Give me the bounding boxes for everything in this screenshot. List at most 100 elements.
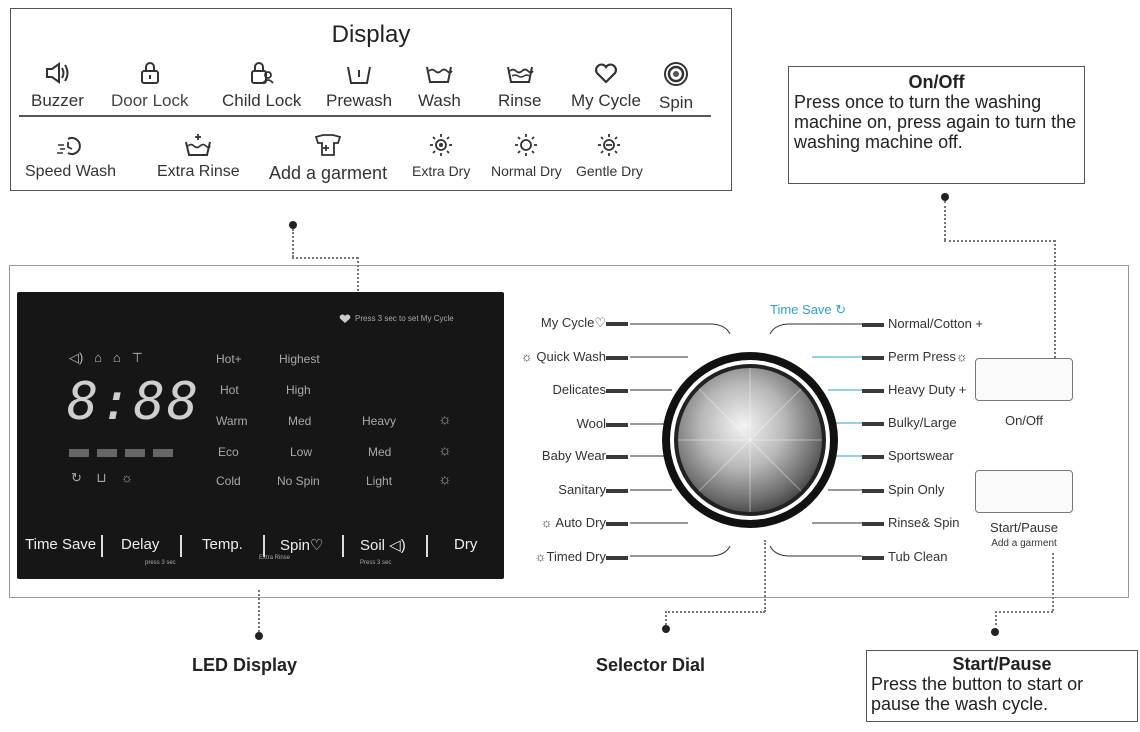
onoff-info-box: On/Off Press once to turn the washing ma… — [788, 66, 1085, 184]
program-sanitary: Sanitary — [558, 482, 606, 497]
spin-button[interactable]: Spin♡ — [280, 537, 324, 554]
quick-wash-icon: ☼ — [520, 349, 537, 364]
add-garment-label: Add a garment — [991, 538, 1057, 549]
speed-wash-icon: ↻ — [831, 302, 847, 317]
spin-highest: Highest — [279, 352, 320, 366]
legend-divider — [19, 115, 711, 117]
legend-item-add-garment: Add a garment — [269, 133, 387, 184]
temp-hot-plus: Hot+ — [216, 352, 242, 366]
program-perm-press: Perm Press☼ — [888, 349, 968, 364]
door-lock-icon: ⌂ — [94, 350, 103, 365]
buzzer-icon — [46, 62, 69, 84]
child-lock-icon: ⌂ — [112, 350, 121, 365]
lcd-status-boxes — [69, 444, 173, 462]
separator — [101, 535, 103, 557]
startpause-info-box: Start/Pause Press the button to start or… — [866, 650, 1138, 722]
legend-item-wash: Wash — [418, 61, 461, 111]
onoff-button[interactable] — [975, 358, 1073, 401]
soil-heavy: Heavy — [362, 414, 397, 428]
temp-hot: Hot — [220, 383, 239, 397]
time-save-label: Time Save ↻ — [770, 302, 847, 317]
separator — [342, 535, 344, 557]
legend-title: Display — [331, 21, 411, 48]
legend-label: Normal Dry — [491, 163, 562, 179]
press-3-sec-hint: press 3 sec — [145, 560, 176, 566]
gentle-dry-icon — [598, 134, 621, 156]
buzzer-icon: ◁) — [69, 350, 84, 365]
onoff-info-heading: On/Off — [908, 72, 965, 92]
legend-item-speed-wash: Speed Wash — [25, 133, 116, 181]
child-lock-icon — [250, 62, 274, 84]
normal-dry-icon: ☼ — [438, 442, 452, 459]
startpause-button[interactable] — [975, 470, 1073, 513]
press-3-sec-hint-2: Press 3 sec — [360, 560, 392, 566]
separator — [426, 535, 428, 557]
legend-label: Add a garment — [269, 163, 388, 183]
legend-item-prewash: Prewash — [326, 61, 392, 111]
legend-label: Buzzer — [31, 91, 84, 110]
legend-item-spin: Spin — [659, 61, 693, 113]
program-baby-wear: Baby Wear — [541, 448, 606, 463]
extra-rinse-icon: ⊔ — [96, 470, 107, 485]
legend-item-rinse: Rinse — [498, 61, 541, 111]
speed-wash-icon: ↻ — [71, 470, 82, 485]
time-save-button[interactable]: Time Save — [25, 536, 97, 553]
legend-item-door-lock: Door Lock — [111, 61, 188, 111]
selector-dial[interactable] — [630, 300, 870, 570]
lcd-icon-row-2: ↻ ⊔ ☼ — [71, 470, 133, 486]
leader-dot — [941, 193, 949, 201]
extra-dry-icon — [430, 134, 453, 156]
temp-cold: Cold — [216, 474, 241, 488]
program-my-cycle: My Cycle♡ — [540, 315, 606, 330]
temp-eco: Eco — [218, 445, 239, 459]
program-delicates: Delicates — [552, 382, 606, 397]
legend-label: Rinse — [498, 91, 542, 110]
program-auto-dry: ☼ Auto Dry — [540, 515, 606, 530]
soil-button[interactable]: Soil ◁) — [360, 537, 406, 554]
normal-dry-icon: ☼ — [120, 470, 133, 485]
program-wool: Wool — [576, 416, 606, 431]
legend-label: Wash — [418, 91, 461, 110]
legend-item-my-cycle: My Cycle — [571, 61, 641, 111]
legend-item-gentle-dry: Gentle Dry — [576, 133, 643, 179]
program-quick-wash: ☼ Quick Wash — [520, 349, 606, 364]
legend-label: Door Lock — [111, 91, 189, 110]
leader-dot — [255, 632, 263, 640]
legend-label: Child Lock — [222, 91, 302, 110]
onoff-info-body: Press once to turn the washing machine o… — [794, 92, 1077, 152]
delay-button[interactable]: Delay — [121, 536, 160, 553]
rinse-icon — [506, 66, 534, 83]
legend-item-normal-dry: Normal Dry — [491, 133, 562, 179]
led-display: Press 3 sec to set My Cycle ◁) ⌂ ⌂ ⊤ 8:8… — [17, 292, 504, 579]
auto-dry-icon: ☼ — [540, 515, 556, 530]
heart-icon — [339, 314, 351, 323]
lcd-digits: 8:88 — [67, 372, 201, 432]
temp-button[interactable]: Temp. — [202, 536, 243, 553]
heart-icon — [594, 63, 617, 84]
program-heavy-duty: Heavy Duty + — [888, 382, 967, 397]
legend-label: Speed Wash — [25, 163, 117, 180]
program-rinse-spin: Rinse& Spin — [888, 515, 960, 530]
gentle-dry-icon: ☼ — [438, 471, 452, 488]
spin-high: High — [286, 383, 311, 397]
program-normal-cotton: Normal/Cotton + — [888, 316, 984, 331]
program-sportswear: Sportswear — [888, 448, 954, 463]
dry-button[interactable]: Dry — [454, 536, 478, 553]
leader-dot — [991, 628, 999, 636]
legend-item-extra-dry: Extra Dry — [412, 133, 470, 179]
wash-icon — [426, 66, 454, 83]
soil-med: Med — [368, 445, 392, 459]
add-garment-icon — [314, 134, 342, 156]
separator — [263, 535, 265, 557]
legend-label: Spin — [659, 93, 694, 112]
legend-item-buzzer: Buzzer — [31, 61, 84, 111]
add-garment-icon: ⊤ — [131, 350, 143, 365]
prewash-icon — [347, 66, 372, 84]
leader-dot — [289, 221, 297, 229]
legend-item-child-lock: Child Lock — [222, 61, 301, 111]
legend-label: Gentle Dry — [576, 163, 643, 179]
program-spin-only: Spin Only — [888, 482, 945, 497]
normal-dry-icon — [515, 134, 538, 156]
lcd-icon-row: ◁) ⌂ ⌂ ⊤ — [69, 350, 143, 366]
legend-label: Extra Dry — [412, 163, 471, 179]
